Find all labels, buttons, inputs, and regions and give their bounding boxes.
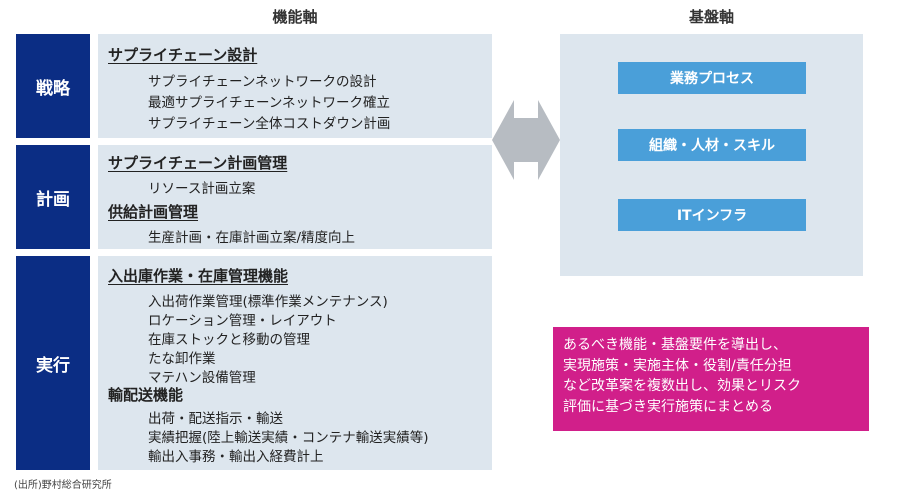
header-foundation-axis: 基盤軸	[688, 8, 734, 26]
row-item: ロケーション管理・レイアウト	[148, 313, 337, 329]
row-item: 出荷・配送指示・輸送	[148, 411, 283, 427]
row-label-execution: 実行	[16, 256, 90, 470]
row-item: サプライチェーンネットワークの設計	[148, 74, 377, 90]
row-heading: 入出庫作業・在庫管理機能	[108, 267, 289, 285]
source-caption: (出所)野村総合研究所	[14, 480, 112, 491]
summary-note: あるべき機能・基盤要件を導出し、 実現施策・実施主体・役割/責任分担 など改革案…	[553, 327, 869, 431]
row-item: 輸出入事務・輸出入経費計上	[148, 449, 324, 465]
foundation-item-business-process: 業務プロセス	[618, 62, 806, 94]
row-label-strategy: 戦略	[16, 34, 90, 138]
foundation-panel: 業務プロセス 組織・人材・スキル ITインフラ	[560, 34, 863, 276]
row-item: 最適サプライチェーンネットワーク確立	[148, 95, 391, 111]
foundation-item-it-infra: ITインフラ	[618, 199, 806, 231]
foundation-item-organization: 組織・人材・スキル	[618, 129, 806, 161]
row-heading: サプライチェーン設計	[108, 46, 258, 64]
double-arrow-icon	[492, 100, 560, 180]
row-item: 実績把握(陸上輸送実績・コンテナ輸送実績等)	[148, 430, 429, 446]
summary-note-line: 評価に基づき実行施策にまとめる	[563, 398, 773, 415]
row-box-planning: サプライチェーン計画管理 リソース計画立案 供給計画管理 生産計画・在庫計画立案…	[98, 145, 492, 249]
row-item: サプライチェーン全体コストダウン計画	[148, 116, 391, 132]
row-item: たな卸作業	[148, 351, 216, 367]
row-item: 在庫ストックと移動の管理	[148, 332, 310, 348]
row-heading: 輸配送機能	[108, 386, 184, 404]
summary-note-line: など改革案を複数出し、効果とリスク	[563, 378, 801, 394]
summary-note-line: 実現施策・実施主体・役割/責任分担	[563, 357, 792, 374]
row-heading: 供給計画管理	[108, 203, 199, 221]
summary-note-line: あるべき機能・基盤要件を導出し、	[563, 337, 787, 353]
row-box-execution: 入出庫作業・在庫管理機能 入出荷作業管理(標準作業メンテナンス) ロケーション管…	[98, 256, 492, 470]
row-item: マテハン設備管理	[148, 370, 256, 386]
row-box-strategy: サプライチェーン設計 サプライチェーンネットワークの設計 最適サプライチェーンネ…	[98, 34, 492, 138]
row-label-planning: 計画	[16, 145, 90, 249]
row-item: 入出荷作業管理(標準作業メンテナンス)	[148, 294, 388, 310]
row-item: リソース計画立案	[148, 181, 256, 197]
row-heading: サプライチェーン計画管理	[108, 154, 288, 172]
row-item: 生産計画・在庫計画立案/精度向上	[148, 230, 356, 246]
header-functional-axis: 機能軸	[272, 8, 318, 26]
